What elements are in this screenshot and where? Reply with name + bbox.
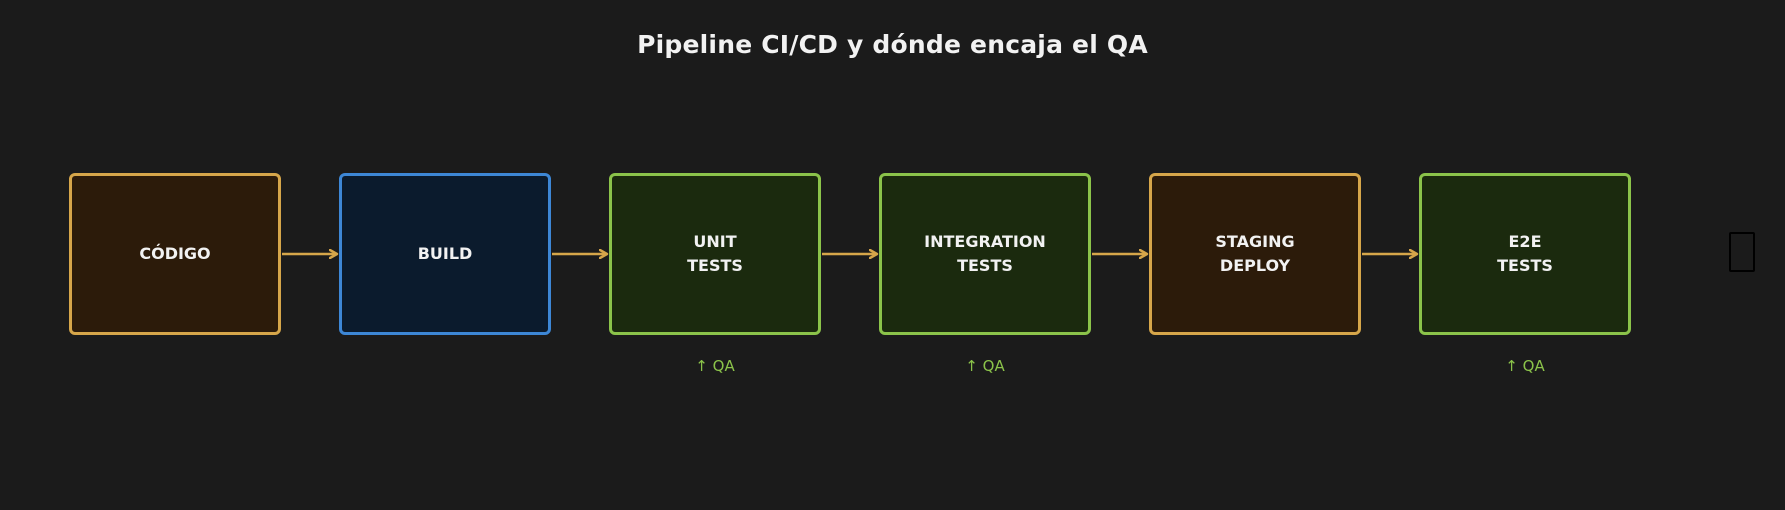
stage-codigo: CÓDIGO [69, 173, 281, 335]
stage-e2e-tests: E2E TESTS [1419, 173, 1631, 335]
stage-staging-deploy: STAGING DEPLOY [1149, 173, 1361, 335]
diagram-title: Pipeline CI/CD y dónde encaja el QA [637, 30, 1148, 59]
stage-staging-deploy-label: STAGING DEPLOY [1215, 232, 1295, 275]
missing-glyph-icon [1729, 232, 1755, 272]
qa-marker-integration-tests: ↑ QA [965, 357, 1005, 375]
stage-e2e-tests-label: E2E TESTS [1497, 232, 1553, 275]
stage-integration-tests: INTEGRATION TESTS [879, 173, 1091, 335]
stage-build-label: BUILD [417, 244, 473, 263]
stage-codigo-label: CÓDIGO [139, 244, 211, 263]
qa-marker-unit-tests: ↑ QA [695, 357, 735, 375]
stage-integration-tests-label: INTEGRATION TESTS [924, 232, 1046, 275]
qa-marker-e2e-tests: ↑ QA [1505, 357, 1545, 375]
stage-unit-tests: UNIT TESTS [609, 173, 821, 335]
stage-unit-tests-label: UNIT TESTS [687, 232, 743, 275]
stage-build: BUILD [339, 173, 551, 335]
